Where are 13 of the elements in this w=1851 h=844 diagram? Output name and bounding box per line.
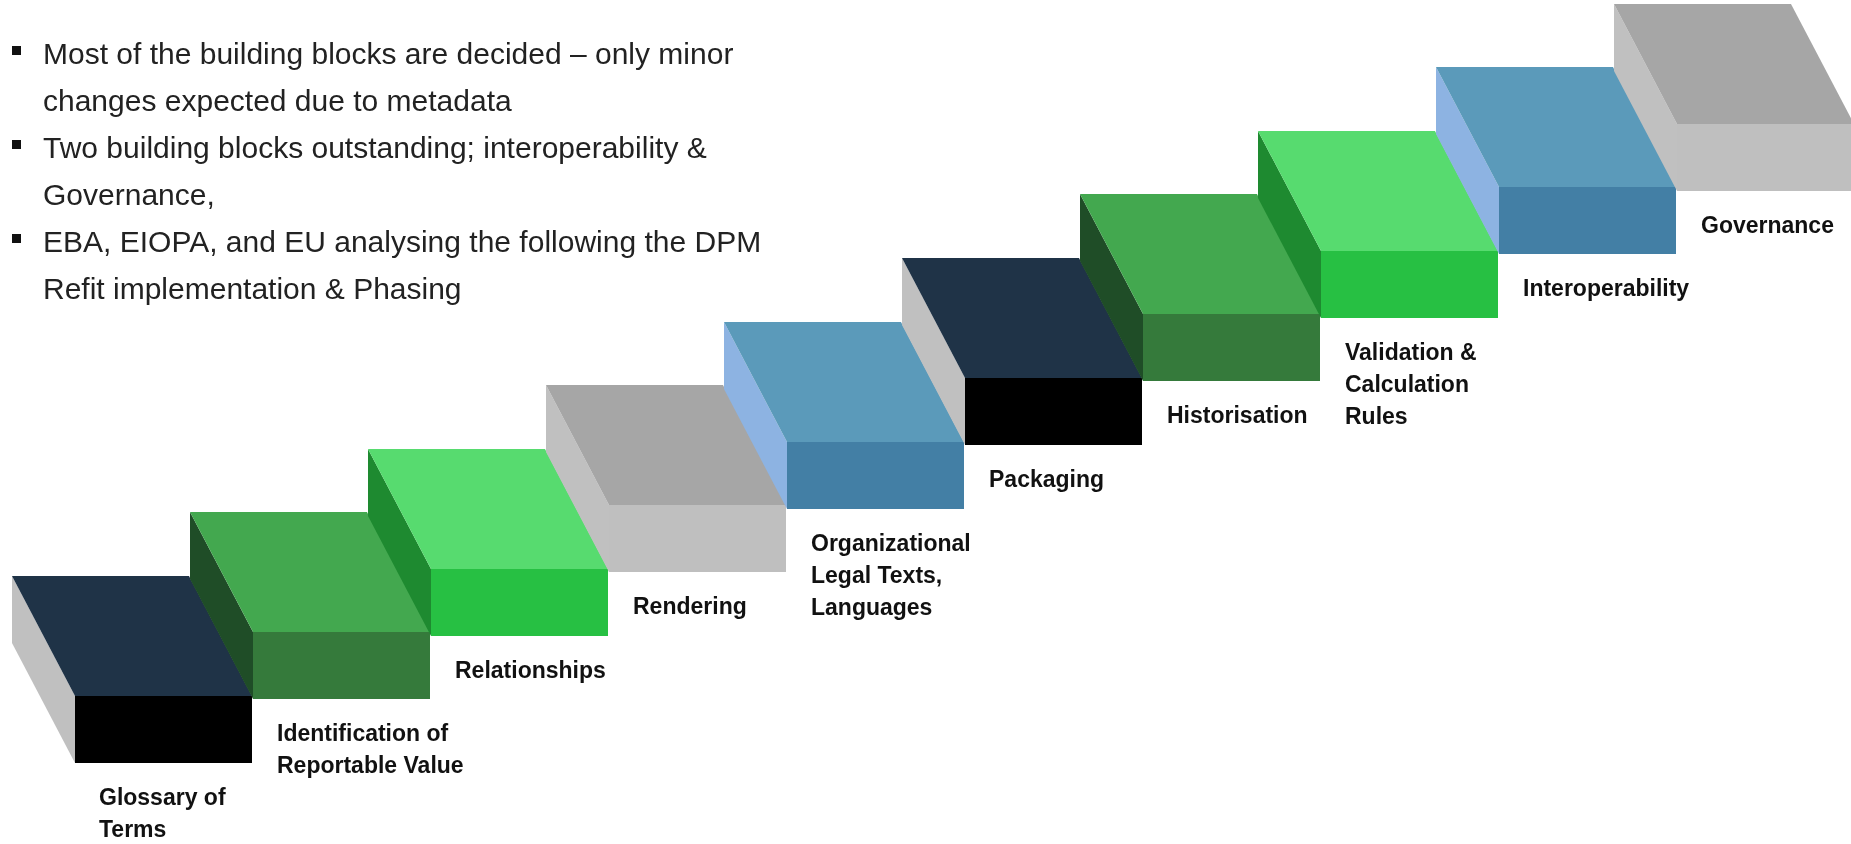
bullet-text: Most of the building blocks are decided – only minor changes expected due to metadata [43,36,735,119]
step-label: Rendering [633,592,748,621]
step-label: Validation & Calculation Rules [1345,338,1478,431]
step-label: Identification of Reportable Value [277,719,465,780]
step-label: Historisation [1167,401,1309,430]
bullet-text: EBA, EIOPA, and EU analysing the following the DPM Refit implementation & Phasing [43,224,763,307]
step-label: Packaging [989,465,1106,494]
step-label: Governance [1701,211,1835,240]
step-label: Interoperability [1523,274,1691,303]
step-label: Organizational Legal Texts, Languages [811,529,972,622]
bullet-text: Two building blocks outstanding; interoperability & Governance, [43,130,708,213]
step-label: Relationships [455,656,607,685]
step-label: Glossary of Terms [99,783,227,844]
